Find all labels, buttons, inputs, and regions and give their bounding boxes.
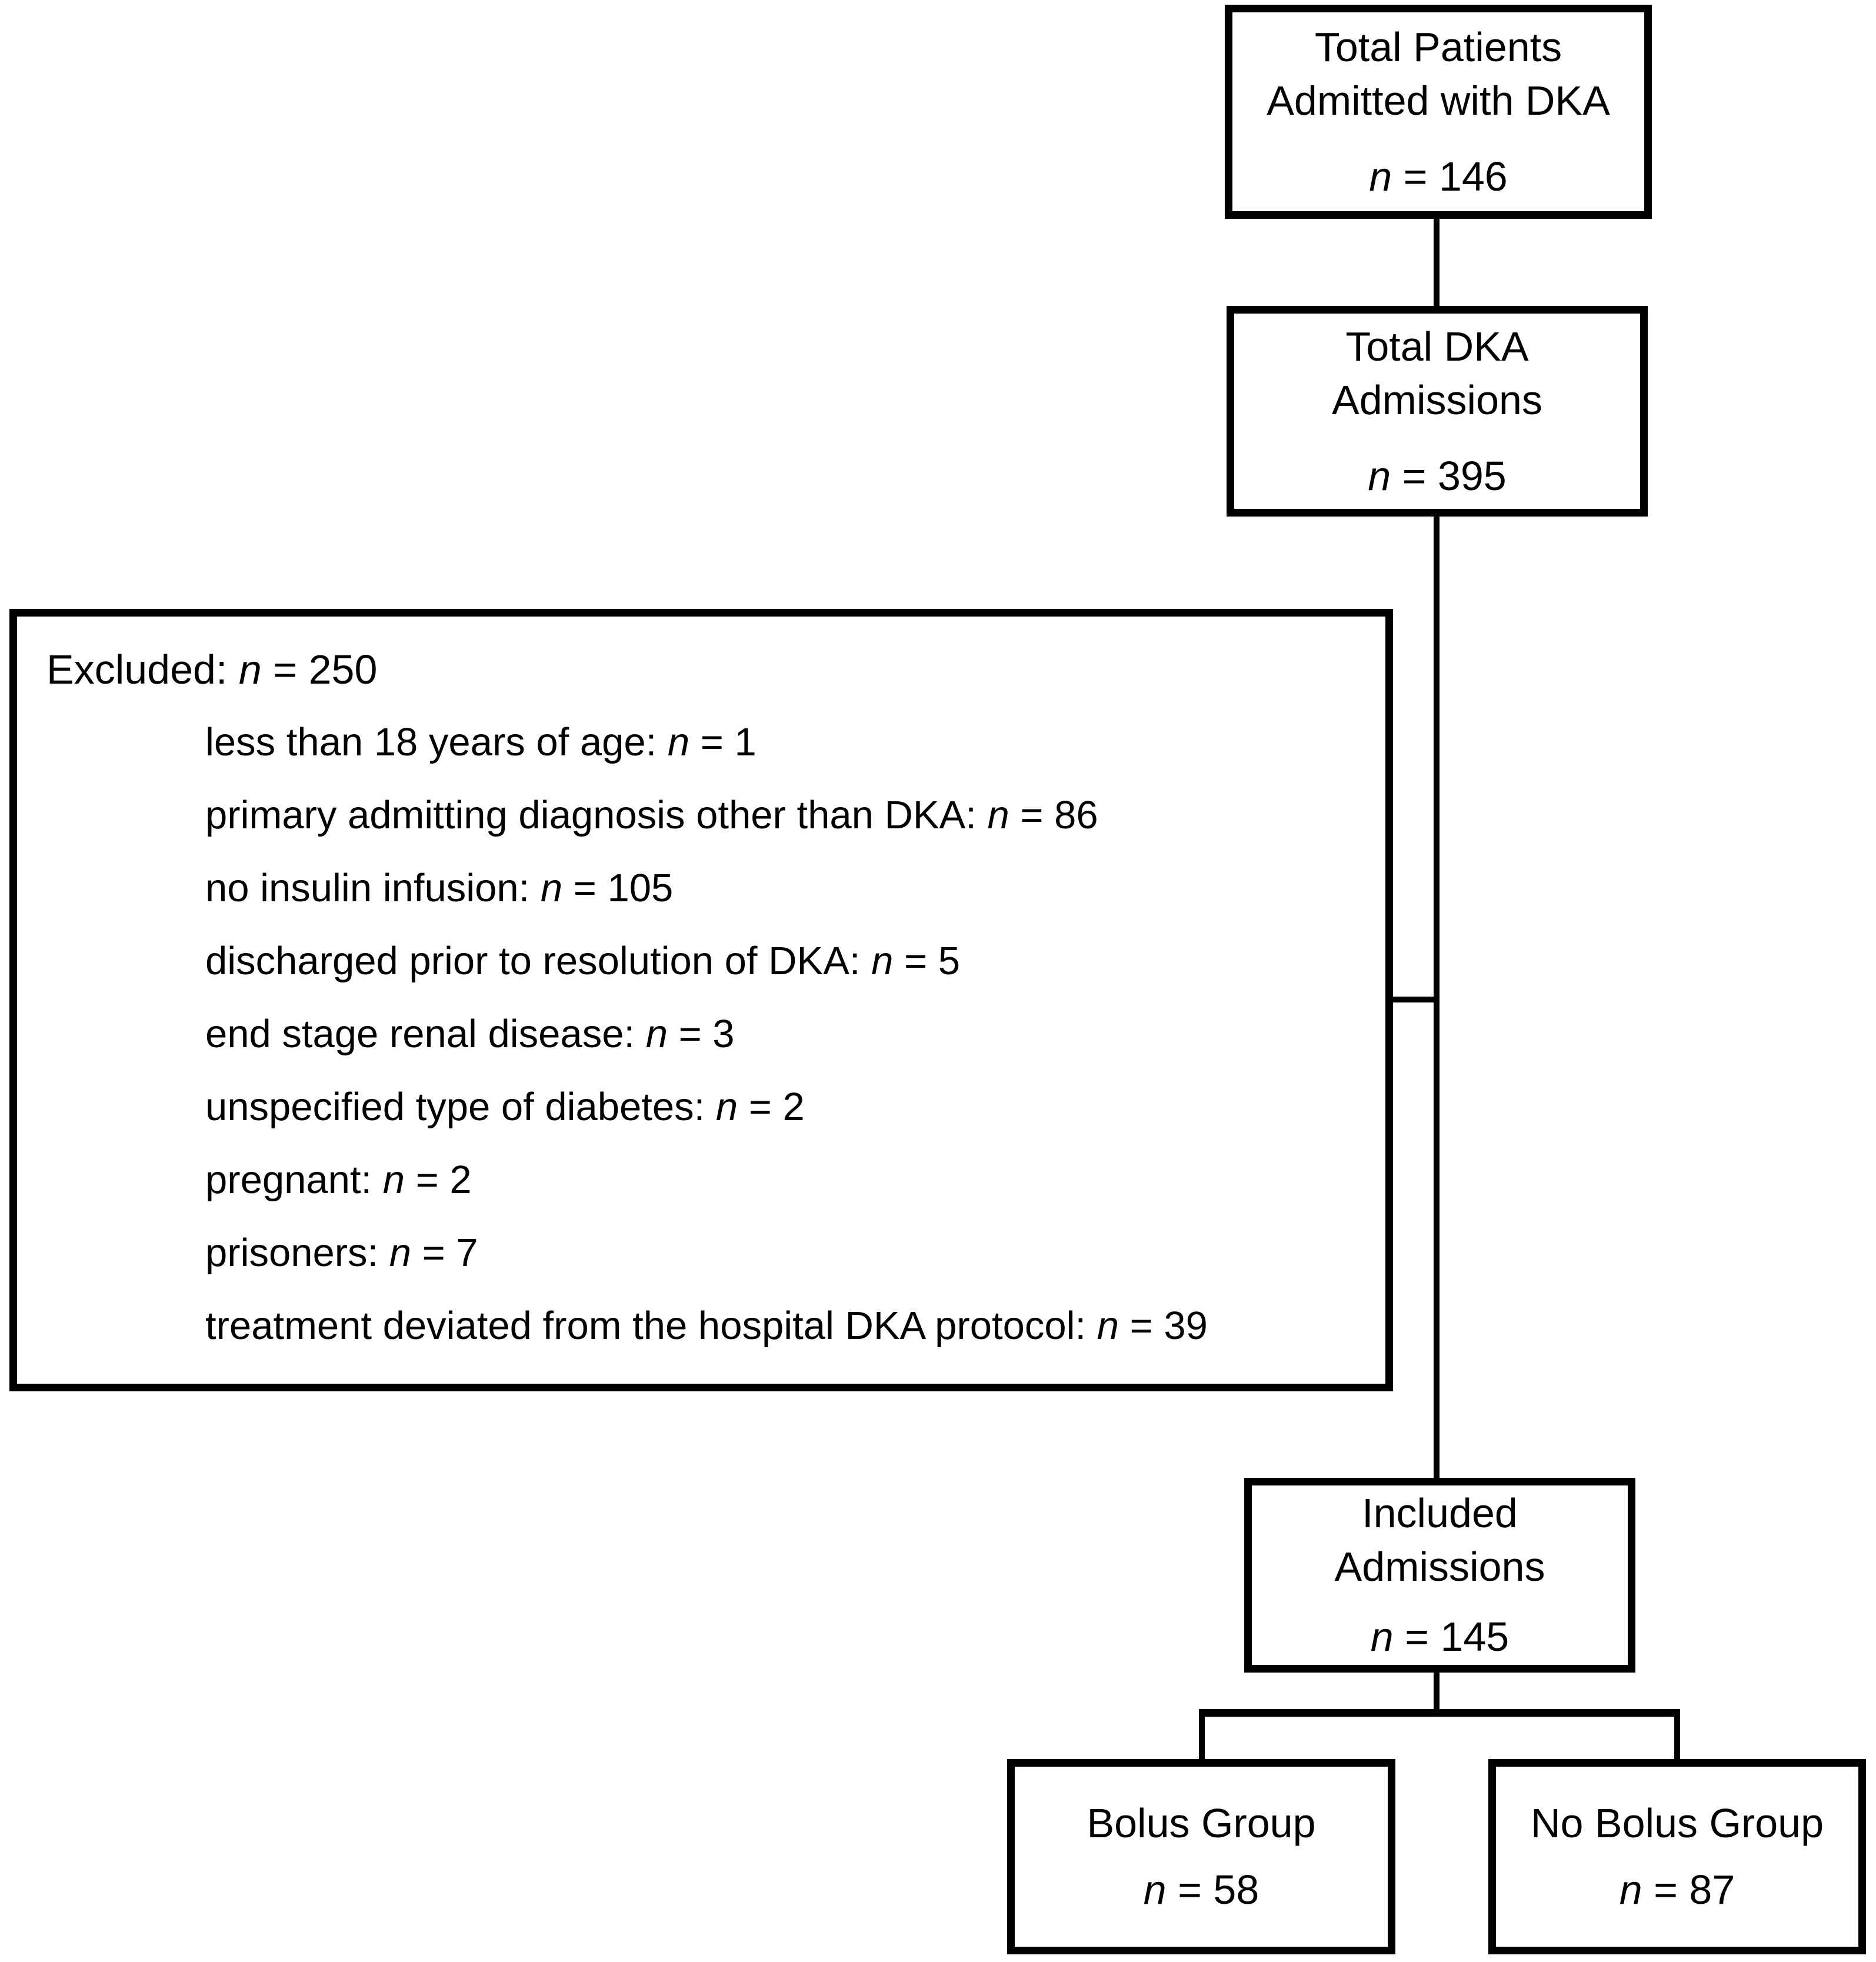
- exclusion-item-text: less than 18 years of age:: [205, 720, 668, 764]
- n-value: = 7: [411, 1231, 478, 1275]
- n-value: = 2: [738, 1085, 805, 1129]
- connector-split-left-stub: [1199, 1715, 1205, 1760]
- node-bolus-title: Bolus Group: [1087, 1800, 1316, 1846]
- n-value: = 250: [261, 647, 378, 692]
- n-value: = 39: [1119, 1304, 1208, 1348]
- node-total-patients-title-line2: Admitted with DKA: [1267, 77, 1610, 124]
- n-value: = 5: [893, 939, 961, 983]
- exclusion-item-primary-diagnosis: primary admitting diagnosis other than D…: [205, 779, 1098, 852]
- n-variable: n: [987, 793, 1009, 837]
- exclusion-item-text: end stage renal disease:: [205, 1012, 646, 1056]
- connector-included-down: [1434, 1671, 1440, 1713]
- n-variable: n: [1369, 153, 1392, 199]
- node-total-dka-title-line2: Admissions: [1332, 377, 1542, 423]
- n-variable: n: [667, 720, 690, 764]
- n-value: = 105: [562, 866, 674, 910]
- exclusion-item-age: less than 18 years of age: n = 1: [205, 706, 757, 779]
- n-value: = 145: [1393, 1614, 1510, 1660]
- n-value: = 58: [1166, 1867, 1259, 1913]
- n-variable: n: [238, 647, 262, 692]
- exclusion-item-protocol-deviation: treatment deviated from the hospital DKA…: [205, 1290, 1208, 1363]
- exclusion-item-text: prisoners:: [205, 1231, 389, 1275]
- node-total-patients-count: n = 146: [1369, 150, 1508, 204]
- node-included-title-line2: Admissions: [1334, 1544, 1545, 1590]
- n-variable: n: [382, 1158, 405, 1202]
- node-total-dka-admissions: Total DKA Admissions n = 395: [1227, 306, 1648, 517]
- n-variable: n: [645, 1012, 668, 1056]
- node-total-dka-title-line1: Total DKA: [1345, 323, 1529, 369]
- exclusion-item-discharged-early: discharged prior to resolution of DKA: n…: [205, 925, 960, 998]
- exclusion-item-text: no insulin infusion:: [205, 866, 541, 910]
- node-included-count: n = 145: [1371, 1610, 1510, 1664]
- exclusion-item-text: primary admitting diagnosis other than D…: [205, 793, 988, 837]
- node-no-bolus-title: No Bolus Group: [1530, 1800, 1824, 1846]
- n-value: = 2: [405, 1158, 472, 1202]
- n-value: = 1: [689, 720, 757, 764]
- n-variable: n: [540, 866, 563, 910]
- n-variable: n: [715, 1085, 738, 1129]
- connector-split-horizontal: [1199, 1709, 1680, 1717]
- exclusion-item-text: pregnant:: [205, 1158, 383, 1202]
- node-bolus-count: n = 58: [1144, 1863, 1259, 1917]
- exclusion-item-text: treatment deviated from the hospital DKA…: [205, 1304, 1097, 1348]
- n-value: = 146: [1392, 153, 1508, 199]
- excluded-header: Excluded: n = 250: [46, 633, 377, 706]
- n-variable: n: [389, 1231, 412, 1275]
- node-total-dka-count: n = 395: [1368, 449, 1507, 503]
- connector-excluded-branch: [1388, 997, 1438, 1002]
- node-no-bolus-count: n = 87: [1620, 1863, 1735, 1917]
- n-variable: n: [1097, 1304, 1119, 1348]
- exclusion-item-text: discharged prior to resolution of DKA:: [205, 939, 872, 983]
- exclusion-item-unspecified-diabetes: unspecified type of diabetes: n = 2: [205, 1071, 805, 1144]
- exclusion-item-esrd: end stage renal disease: n = 3: [205, 998, 735, 1071]
- exclusion-item-prisoners: prisoners: n = 7: [205, 1217, 478, 1290]
- exclusion-item-pregnant: pregnant: n = 2: [205, 1144, 472, 1217]
- node-included-admissions: Included Admissions n = 145: [1244, 1478, 1635, 1673]
- connector-split-right-stub: [1674, 1715, 1680, 1760]
- n-value: = 3: [667, 1012, 735, 1056]
- n-value: = 86: [1009, 793, 1098, 837]
- exclusion-item-no-insulin-infusion: no insulin infusion: n = 105: [205, 852, 673, 925]
- n-variable: n: [871, 939, 894, 983]
- node-included-title-line1: Included: [1362, 1490, 1518, 1536]
- connector-top-to-admissions: [1434, 218, 1440, 307]
- node-excluded: Excluded: n = 250 less than 18 years of …: [9, 609, 1393, 1391]
- excluded-header-text: Excluded:: [46, 647, 239, 692]
- n-value: = 395: [1391, 452, 1507, 499]
- node-total-patients: Total Patients Admitted with DKA n = 146: [1225, 5, 1652, 219]
- n-variable: n: [1370, 1614, 1394, 1660]
- node-no-bolus-group: No Bolus Group n = 87: [1488, 1759, 1866, 1954]
- exclusion-item-text: unspecified type of diabetes:: [205, 1085, 716, 1129]
- n-value: = 87: [1642, 1867, 1735, 1913]
- n-variable: n: [1368, 452, 1391, 499]
- n-variable: n: [1619, 1867, 1642, 1913]
- node-total-patients-title-line1: Total Patients: [1314, 24, 1562, 70]
- n-variable: n: [1143, 1867, 1167, 1913]
- node-bolus-group: Bolus Group n = 58: [1007, 1759, 1395, 1954]
